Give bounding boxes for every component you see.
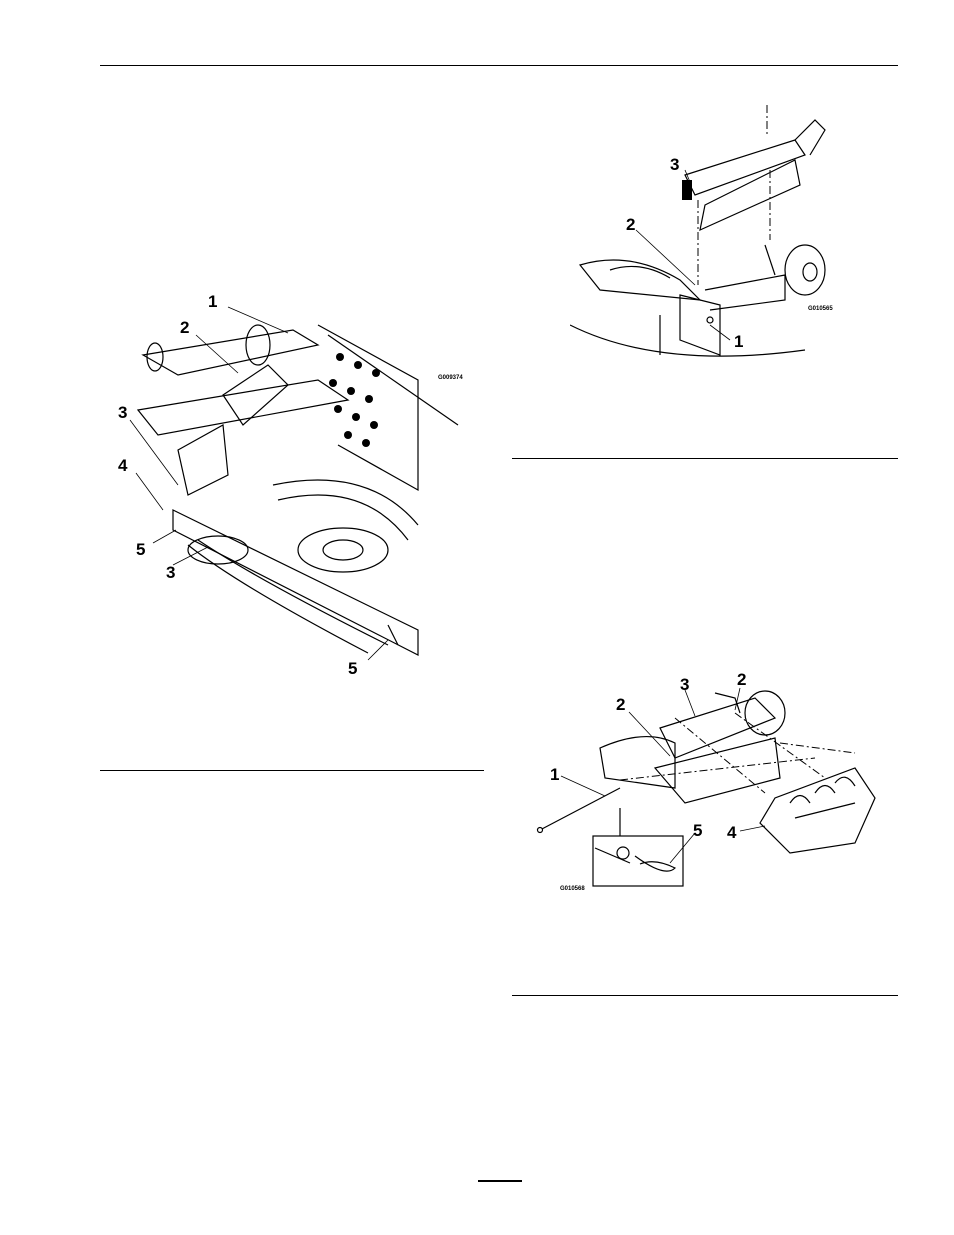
right-top-figure-rule [512,458,898,459]
figure-code: G010568 [560,886,585,892]
figure-code: G009374 [438,375,463,381]
figure-deck-frame: 1 2 3 4 5 3 5 G009374 [118,285,480,680]
callout-5-lower: 5 [348,659,357,678]
header-rule [100,65,898,66]
callout-2-left: 2 [616,695,625,714]
callout-2: 2 [180,318,189,337]
left-figure-rule [100,770,484,771]
callout-1: 1 [208,292,217,311]
callout-4: 4 [118,456,128,475]
callout-5: 5 [693,821,702,840]
callout-5: 5 [136,540,145,559]
right-bottom-figure-rule [512,995,898,996]
callout-1: 1 [550,765,559,784]
callout-3: 3 [670,155,679,174]
callout-3-lower: 3 [166,563,175,582]
page-number-bar [478,1180,522,1182]
figure-baffle-install: 3 2 1 G010565 [570,100,840,365]
callout-3: 3 [680,675,689,694]
callout-3: 3 [118,403,127,422]
callout-2-right: 2 [737,670,746,689]
callout-2: 2 [626,215,635,234]
figure-mulch-kit: 3 2 2 1 5 4 G010568 [535,668,885,893]
figure-code: G010565 [808,306,833,312]
callout-4: 4 [727,823,737,842]
callout-1: 1 [734,332,743,351]
